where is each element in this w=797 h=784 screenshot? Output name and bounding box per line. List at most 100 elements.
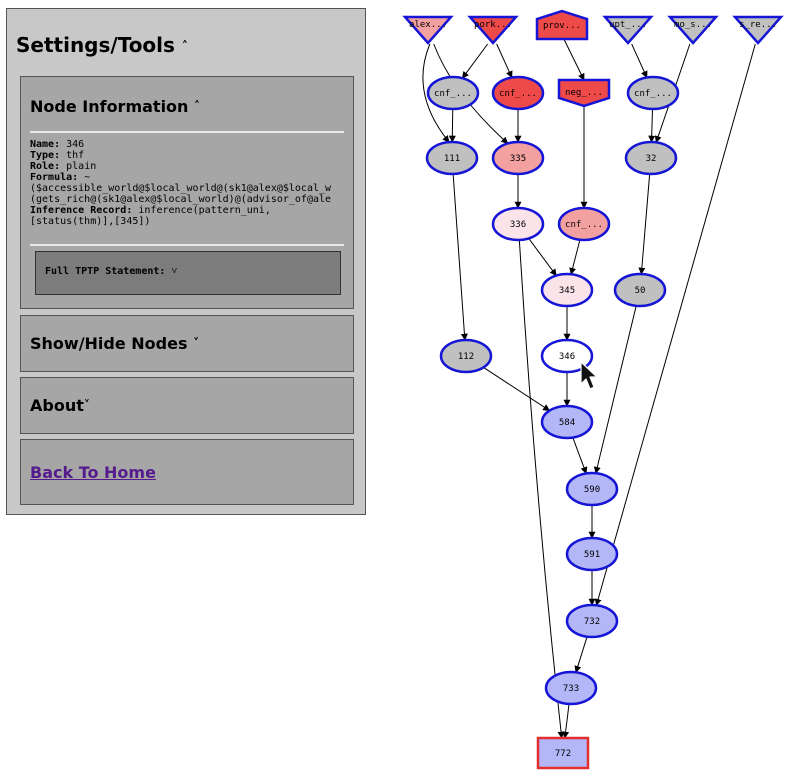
settings-tools-toggle[interactable]: Settings/Tools ˄ [16, 33, 188, 57]
settings-panel: Settings/Tools ˄ Node Information ˄ Name… [6, 8, 366, 515]
chevron-up-icon: ˄ [181, 39, 188, 53]
graph-node-label: cnf_... [499, 89, 537, 99]
graph-node-neg[interactable]: neg_... [557, 78, 611, 108]
graph-node-label: 772 [555, 749, 571, 759]
graph-node-n346[interactable]: 346 [540, 338, 594, 374]
graph-node-label: upt_... [609, 20, 647, 30]
graph-node-label: 335 [510, 154, 526, 164]
edge-t3-neg [563, 38, 585, 81]
full-tptp-statement-label: Full TPTP Statement: [45, 266, 166, 277]
graph-node-n772[interactable]: 772 [536, 736, 590, 770]
graph-node-shape [491, 75, 545, 111]
graph-node-n111[interactable]: 111 [425, 140, 479, 176]
graph-node-n336[interactable]: 336 [491, 206, 545, 242]
graph-node-n584[interactable]: 584 [540, 404, 594, 440]
graph-node-t4[interactable]: upt_... [602, 15, 654, 45]
name-label: Name: [30, 139, 61, 150]
node-information-toggle[interactable]: Node Information ˄ [30, 97, 200, 116]
chevron-up-icon: ˄ [194, 99, 201, 113]
edge-n50-n590 [593, 305, 637, 474]
graph-node-shape [613, 272, 667, 308]
role-label: Role: [30, 161, 61, 172]
graph-node-label: 32 [646, 154, 657, 164]
graph-node-label: 346 [559, 352, 575, 362]
graph-node-n732[interactable]: 732 [565, 603, 619, 639]
graph-node-shape [540, 272, 594, 308]
tptp-label-wrap: Full TPTP Statement: ˅ [45, 266, 177, 277]
graph-node-n733[interactable]: 733 [544, 670, 598, 706]
graph-node-t5[interactable]: mo_s... [667, 15, 719, 45]
inference-label: Inference Record: [30, 205, 133, 216]
graph-node-shape [557, 206, 611, 242]
mouse-pointer-icon [580, 361, 598, 390]
graph-node-label: cnf_... [434, 89, 472, 99]
graph-node-n50[interactable]: 50 [613, 272, 667, 308]
about-toggle[interactable]: About˅ [30, 396, 90, 415]
graph-node-c4[interactable]: cnf_... [626, 75, 680, 111]
graph-node-t2[interactable]: pork... [467, 15, 519, 45]
edge-n112-n584 [483, 367, 551, 411]
node-type: thf [66, 150, 85, 161]
type-label: Type: [30, 150, 61, 161]
graph-node-shape [540, 404, 594, 440]
graph-node-shape [732, 15, 784, 45]
graph-node-shape [402, 15, 454, 45]
edge-n336-n345 [528, 238, 557, 277]
graph-node-n32[interactable]: 32 [624, 140, 678, 176]
graph-node-c1[interactable]: cnf_... [426, 75, 480, 111]
divider [30, 244, 344, 246]
graph-node-shape [626, 75, 680, 111]
graph-node-label: 345 [559, 286, 575, 296]
formula-line-3: (gets_rich@(sk1@alex@$local_world)@(advi… [30, 194, 332, 205]
graph-node-c5[interactable]: cnf_... [557, 206, 611, 242]
edge-t6-n732 [594, 43, 756, 606]
graph-node-shape [602, 15, 654, 45]
graph-node-shape [425, 140, 479, 176]
graph-node-shape [540, 338, 594, 374]
graph-node-label: 584 [559, 418, 575, 428]
full-tptp-statement-toggle[interactable]: Full TPTP Statement: ˅ [35, 251, 341, 295]
node-information-section: Node Information ˄ Name: 346 Type: thf R… [20, 76, 354, 309]
about-label: About [30, 396, 84, 415]
graph-node-shape [491, 140, 545, 176]
formula-label: Formula: [30, 172, 79, 183]
divider [30, 131, 344, 133]
chevron-down-icon: ˅ [193, 336, 200, 350]
graph-node-shape [491, 206, 545, 242]
graph-node-shape [536, 736, 590, 770]
formula-line-1: ~ [84, 172, 91, 183]
graph-node-t3[interactable]: prov... [535, 9, 589, 41]
graph-node-shape [565, 536, 619, 572]
graph-node-shape [544, 670, 598, 706]
graph-node-label: 111 [444, 154, 460, 164]
graph-node-n112[interactable]: 112 [439, 338, 493, 374]
graph-node-n591[interactable]: 591 [565, 536, 619, 572]
node-details: Name: 346 Type: thf Role: plain Formula:… [30, 139, 346, 227]
graph-node-n590[interactable]: 590 [565, 471, 619, 507]
graph-node-t6[interactable]: s_re... [732, 15, 784, 45]
edge-c4-n32 [648, 108, 656, 143]
graph-node-shape [467, 15, 519, 45]
edge-c1-n111 [448, 108, 456, 143]
graph-node-label: 336 [510, 220, 526, 230]
graph-node-n345[interactable]: 345 [540, 272, 594, 308]
graph-node-shape [557, 78, 611, 108]
graph-node-label: 733 [563, 684, 579, 694]
graph-node-label: alex... [409, 20, 447, 30]
show-hide-nodes-toggle[interactable]: Show/Hide Nodes ˅ [30, 334, 199, 353]
edge-c5-n345 [569, 239, 581, 275]
graph-node-shape [565, 471, 619, 507]
about-section[interactable]: About˅ [20, 377, 354, 434]
graph-node-t1[interactable]: alex... [402, 15, 454, 45]
graph-node-n335[interactable]: 335 [491, 140, 545, 176]
show-hide-nodes-section[interactable]: Show/Hide Nodes ˅ [20, 315, 354, 372]
settings-title: Settings/Tools [16, 33, 175, 57]
graph-node-c2[interactable]: cnf_... [491, 75, 545, 111]
graph-node-shape [439, 338, 493, 374]
graph-node-label: 590 [584, 485, 600, 495]
graph-node-label: cnf_... [634, 89, 672, 99]
graph-node-label: 112 [458, 352, 474, 362]
chevron-down-icon: ˅ [171, 266, 178, 277]
back-to-home-link[interactable]: Back To Home [30, 463, 156, 482]
